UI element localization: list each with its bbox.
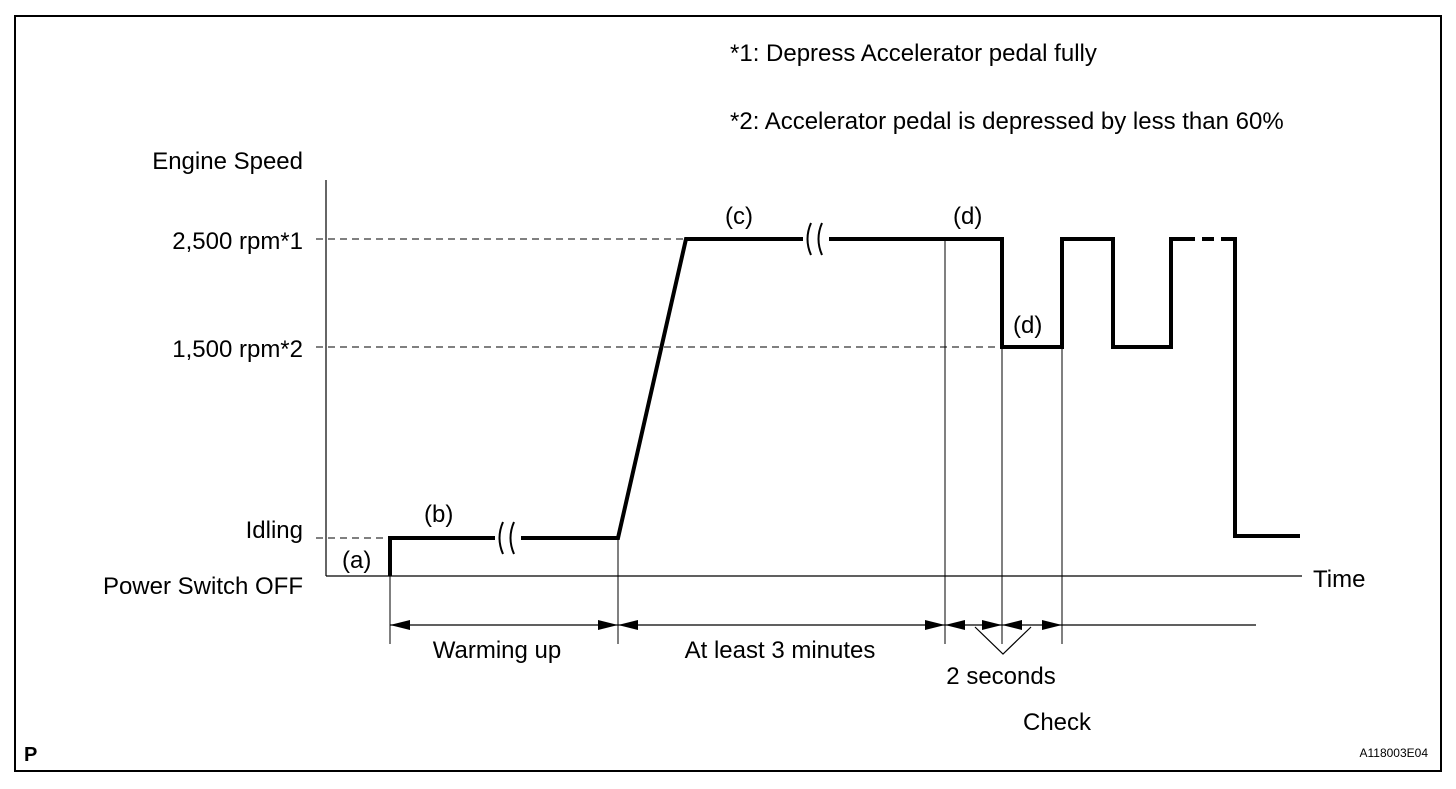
break-mark-idling — [495, 521, 521, 555]
step-d-label-1: (d) — [953, 203, 982, 230]
level-idling-label: Idling — [246, 517, 303, 544]
x-axis-title: Time — [1313, 566, 1365, 593]
check-label: Check — [1023, 709, 1092, 736]
level-1500-label: 1,500 rpm*2 — [172, 336, 303, 363]
step-c-label: (c) — [725, 203, 753, 230]
two-seconds-callout — [974, 626, 1032, 655]
engine-speed-trace — [388, 237, 1183, 576]
y-axis-title: Engine Speed — [152, 148, 303, 175]
level-power-off-label: Power Switch OFF — [103, 573, 303, 600]
figure-id: A118003E04 — [1359, 746, 1428, 760]
reference-lines — [316, 238, 1002, 539]
note-1: *1: Depress Accelerator pedal fully — [730, 40, 1097, 67]
step-a-label: (a) — [342, 547, 371, 574]
figure-frame — [14, 15, 1442, 772]
step-b-label: (b) — [424, 501, 453, 528]
warming-up-label: Warming up — [433, 637, 561, 664]
step-d-label-2: (d) — [1013, 312, 1042, 339]
break-mark-2500 — [803, 222, 829, 256]
corner-letter: P — [24, 744, 37, 766]
two-seconds-label: 2 seconds — [946, 663, 1055, 690]
engine-speed-trace-end — [1221, 237, 1300, 538]
level-2500-label: 2,500 rpm*1 — [172, 228, 303, 255]
interval-markers — [389, 239, 1063, 644]
note-2: *2: Accelerator pedal is depressed by le… — [730, 108, 1284, 135]
three-minutes-label: At least 3 minutes — [685, 637, 876, 664]
